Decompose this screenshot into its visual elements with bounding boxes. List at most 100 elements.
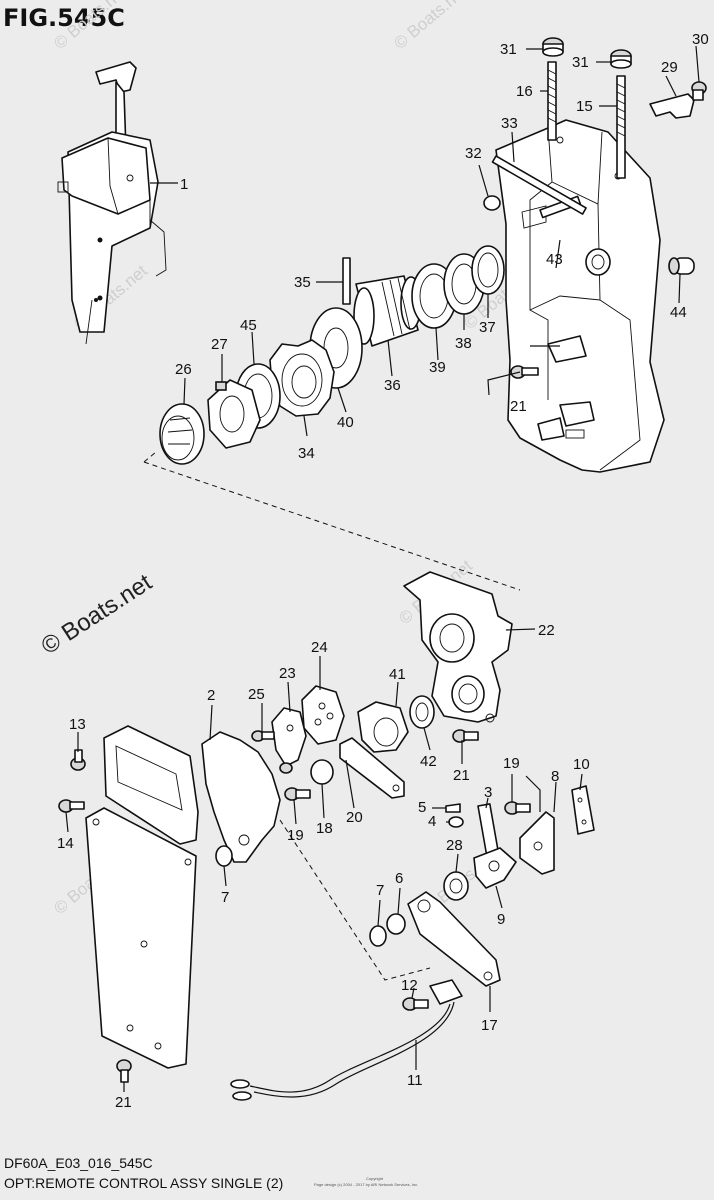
callout-3: 3 bbox=[484, 784, 492, 801]
gasket-frame bbox=[103, 725, 199, 845]
callout-21: 21 bbox=[115, 1094, 132, 1111]
part-43-bracket bbox=[495, 119, 665, 473]
figure-caption: OPT:REMOTE CONTROL ASSY SINGLE (2) bbox=[4, 1175, 283, 1191]
callout-44: 44 bbox=[670, 304, 687, 321]
part-20-link bbox=[339, 737, 405, 799]
part-24-plate bbox=[301, 685, 345, 745]
part-30-screw bbox=[691, 81, 707, 101]
callout-40: 40 bbox=[337, 414, 354, 431]
callout-37: 37 bbox=[479, 319, 496, 336]
part-3-shaft bbox=[477, 803, 499, 855]
callout-9: 9 bbox=[497, 911, 505, 928]
projection-line bbox=[143, 451, 157, 463]
part-4-washer bbox=[448, 816, 464, 828]
part-10-plate bbox=[571, 785, 595, 835]
callout-31: 31 bbox=[500, 41, 517, 58]
callout-1: 1 bbox=[180, 176, 188, 193]
figure-code: DF60A_E03_016_545C bbox=[4, 1155, 153, 1171]
callout-27: 27 bbox=[211, 336, 228, 353]
part-11-switch-harness bbox=[230, 979, 463, 1101]
callout-30: 30 bbox=[692, 31, 709, 48]
callout-31: 31 bbox=[572, 54, 589, 71]
part-19-screw bbox=[284, 787, 311, 801]
part-25-screw bbox=[251, 730, 275, 742]
callout-13: 13 bbox=[69, 716, 86, 733]
part-35-pin bbox=[342, 257, 351, 305]
part-19-screw bbox=[504, 801, 531, 815]
callout-19: 19 bbox=[287, 827, 304, 844]
callout-16: 16 bbox=[516, 83, 533, 100]
leader-lines bbox=[65, 45, 700, 1092]
callout-11: 11 bbox=[407, 1072, 423, 1089]
part-23-arm bbox=[271, 707, 307, 774]
part-44-cap bbox=[668, 257, 695, 275]
part-12-screw bbox=[402, 997, 429, 1011]
callout-10: 10 bbox=[573, 756, 590, 773]
callout-14: 14 bbox=[57, 835, 74, 852]
callout-43: 43 bbox=[546, 251, 563, 268]
part-28-bushing bbox=[443, 871, 469, 901]
part-22-housing bbox=[403, 571, 513, 723]
callout-18: 18 bbox=[316, 820, 333, 837]
callout-34: 34 bbox=[298, 445, 315, 462]
callout-6: 6 bbox=[395, 870, 403, 887]
part-9-lever bbox=[473, 847, 517, 889]
callout-36: 36 bbox=[384, 377, 401, 394]
callout-labels: 1 2 3 4 5 6 7 7 8 9 10 11 12 13 14 15 16… bbox=[57, 31, 709, 1111]
part-1-control-housing bbox=[57, 61, 167, 345]
callout-12: 12 bbox=[401, 977, 418, 994]
part-26-collar bbox=[159, 403, 205, 465]
part-29-clip bbox=[649, 93, 695, 119]
part-8-bracket bbox=[519, 811, 555, 875]
part-16-bolt bbox=[547, 61, 557, 141]
callout-39: 39 bbox=[429, 359, 446, 376]
part-31-nut bbox=[610, 49, 632, 69]
projection-line bbox=[279, 819, 431, 981]
callout-19: 19 bbox=[503, 755, 520, 772]
callout-22: 22 bbox=[538, 622, 555, 639]
callout-21: 21 bbox=[453, 767, 470, 784]
callout-45: 45 bbox=[240, 317, 257, 334]
callout-23: 23 bbox=[279, 665, 296, 682]
cover-plate bbox=[85, 807, 197, 1069]
callout-17: 17 bbox=[481, 1017, 498, 1034]
projection-line bbox=[143, 461, 521, 591]
part-41-cam bbox=[357, 701, 409, 753]
callout-28: 28 bbox=[446, 837, 463, 854]
callout-7: 7 bbox=[376, 882, 384, 899]
callout-21: 21 bbox=[510, 398, 527, 415]
part-21-screw bbox=[116, 1059, 132, 1083]
callout-4: 4 bbox=[428, 813, 436, 830]
watermark-large: © Boats.net bbox=[37, 569, 157, 660]
part-5-clip bbox=[445, 803, 461, 813]
part-14-screw bbox=[58, 799, 85, 813]
part-6-washer bbox=[386, 913, 406, 935]
callout-7: 7 bbox=[221, 889, 229, 906]
callout-38: 38 bbox=[455, 335, 472, 352]
callout-42: 42 bbox=[420, 753, 437, 770]
watermark: © Boats.net bbox=[390, 0, 471, 53]
part-36-shaft bbox=[353, 275, 422, 347]
part-37-ring bbox=[471, 245, 505, 295]
part-15-bolt bbox=[616, 75, 626, 179]
callout-5: 5 bbox=[418, 799, 426, 816]
part-32-cap bbox=[483, 195, 501, 211]
part-2-bracket bbox=[201, 731, 281, 863]
callout-2: 2 bbox=[207, 687, 215, 704]
callout-41: 41 bbox=[389, 666, 406, 683]
part-7-ring bbox=[215, 845, 233, 867]
part-33-rod bbox=[491, 155, 587, 215]
callout-20: 20 bbox=[346, 809, 363, 826]
part-21-screw bbox=[452, 729, 479, 743]
part-27-plate bbox=[207, 379, 261, 449]
callout-35: 35 bbox=[294, 274, 311, 291]
callout-32: 32 bbox=[465, 145, 482, 162]
part-17-lever bbox=[407, 891, 501, 987]
copyright-line-2: Page design (c) 2004 - 2017 by ARI Netwo… bbox=[314, 1182, 418, 1187]
callout-8: 8 bbox=[551, 768, 559, 785]
figure-title: FIG.545C bbox=[3, 4, 125, 32]
callout-25: 25 bbox=[248, 686, 265, 703]
copyright-line-1: Copyright bbox=[366, 1176, 384, 1181]
callout-24: 24 bbox=[311, 639, 328, 656]
